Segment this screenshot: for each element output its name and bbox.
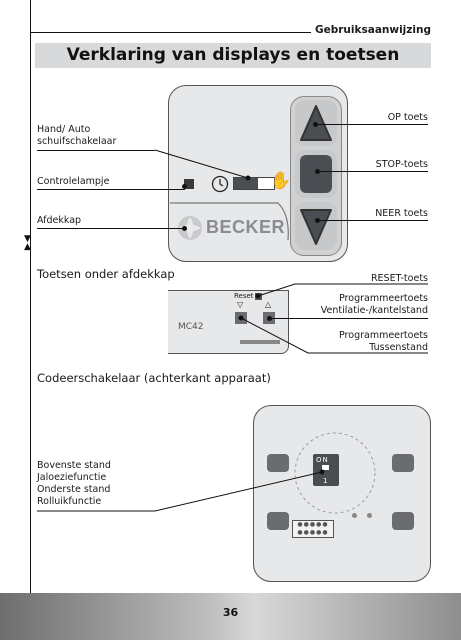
stop-button[interactable]	[295, 150, 337, 198]
title-bar: Verklaring van displays en toetsen	[35, 43, 431, 68]
reset-key-label: Reset	[234, 292, 254, 300]
margin-line	[30, 0, 31, 600]
leader-code-switch	[37, 469, 325, 512]
led-dot	[367, 513, 372, 518]
label-down: NEER toets	[375, 208, 428, 219]
hand-icon: ✋	[270, 171, 292, 191]
leader-cover	[37, 228, 185, 229]
hand-auto-slider[interactable]	[233, 177, 275, 190]
section-header: Gebruiksaanwijzing	[311, 24, 431, 36]
leader-dot	[315, 169, 320, 174]
connector: ●●●●●●●●●●	[292, 520, 334, 538]
down-button[interactable]	[295, 202, 337, 250]
leader-control-lamp	[37, 189, 185, 190]
label-cover: Afdekkap	[37, 215, 82, 226]
device-bottom-strip	[240, 340, 280, 344]
terminal	[267, 512, 289, 530]
page-title: Verklaring van displays en toetsen	[66, 45, 400, 65]
switch-on-label: ON	[316, 456, 329, 464]
model-label: MC42	[178, 322, 204, 332]
leader-dot	[182, 184, 187, 189]
switch-slot	[322, 465, 329, 476]
heading-code-switch: Codeerschakelaar (achterkant apparaat)	[37, 371, 271, 385]
leader-hand-auto-diag	[154, 149, 251, 181]
leader-hand-auto	[37, 150, 155, 151]
clock-icon	[211, 175, 229, 193]
switch-number: 1	[323, 477, 328, 485]
leader-dot	[315, 218, 320, 223]
label-code-switch: Bovenste stand Jaloeziefunctie Onderste …	[37, 460, 111, 507]
leader-prog-intermediate	[238, 315, 428, 354]
down-arrow-icon	[300, 209, 332, 245]
terminal	[267, 454, 289, 472]
label-hand-auto: Hand/ Auto schuifschakelaar	[37, 124, 117, 147]
leader-reset	[255, 283, 428, 299]
slider-knob	[234, 178, 258, 189]
leader-dot	[313, 122, 318, 127]
label-up: OP toets	[387, 112, 428, 123]
leader-dot	[267, 316, 272, 321]
leader-dot	[182, 226, 187, 231]
footer-bar	[0, 593, 461, 640]
label-prog-ventilation: Programmeertoets Ventilatie-/kantelstand	[320, 293, 428, 316]
terminal	[392, 512, 414, 530]
heading-under-cover: Toetsen onder afdekkap	[37, 267, 175, 281]
cover-outline	[170, 202, 289, 241]
margin-arrow-icon: ▼▲	[24, 234, 31, 252]
label-reset: RESET-toets	[370, 273, 428, 284]
leader-up	[316, 124, 428, 125]
up-triangle-icon: △	[265, 300, 272, 309]
down-triangle-icon: ▽	[237, 300, 244, 309]
label-stop: STOP-toets	[375, 159, 428, 170]
label-control-lamp: Controlelampje	[37, 176, 110, 187]
leader-down	[318, 220, 428, 221]
stop-square-icon	[300, 155, 332, 193]
brand-name: BECKER	[206, 217, 286, 237]
margin-line-top	[30, 32, 431, 33]
label-prog-intermediate: Programmeertoets Tussenstand	[339, 330, 428, 353]
switch-lever	[322, 470, 329, 476]
back-device	[253, 405, 431, 582]
terminal	[392, 454, 414, 472]
page-number: 36	[222, 606, 239, 619]
leader-prog-ventilation	[270, 318, 428, 319]
led-dot	[352, 513, 357, 518]
dial-arc	[294, 432, 376, 514]
control-lamp	[184, 179, 194, 189]
leader-stop	[318, 171, 428, 172]
code-switch[interactable]: ON 1	[313, 454, 339, 486]
